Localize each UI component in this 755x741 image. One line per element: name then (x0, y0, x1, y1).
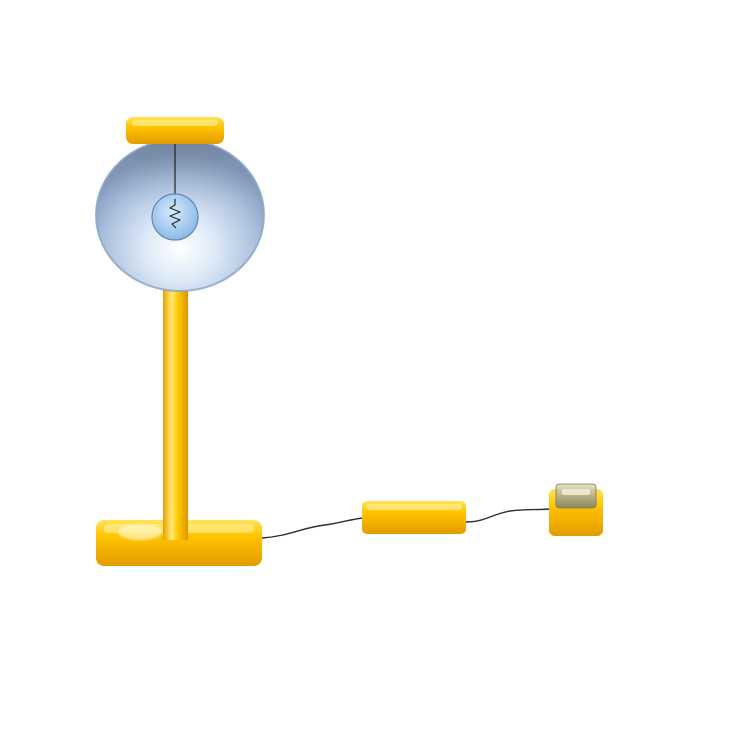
lamp-stand (96, 286, 262, 566)
stand-pole (163, 286, 188, 540)
battery-cell-terminal (562, 489, 590, 495)
inline-box (362, 501, 466, 534)
globe-cap (126, 117, 224, 144)
globe-cap-highlight (132, 120, 218, 126)
stand-base-glow (118, 524, 162, 540)
battery-cell (549, 483, 603, 536)
bulb-glass (151, 193, 199, 241)
wire-box-to-cell (465, 508, 550, 523)
connecting-wire (261, 508, 550, 539)
filament-icon (169, 199, 181, 229)
inline-box-highlight (366, 504, 462, 510)
battery-cell-top (555, 483, 597, 509)
wire-stand-to-box (261, 517, 364, 539)
filament-bulb (151, 144, 199, 241)
